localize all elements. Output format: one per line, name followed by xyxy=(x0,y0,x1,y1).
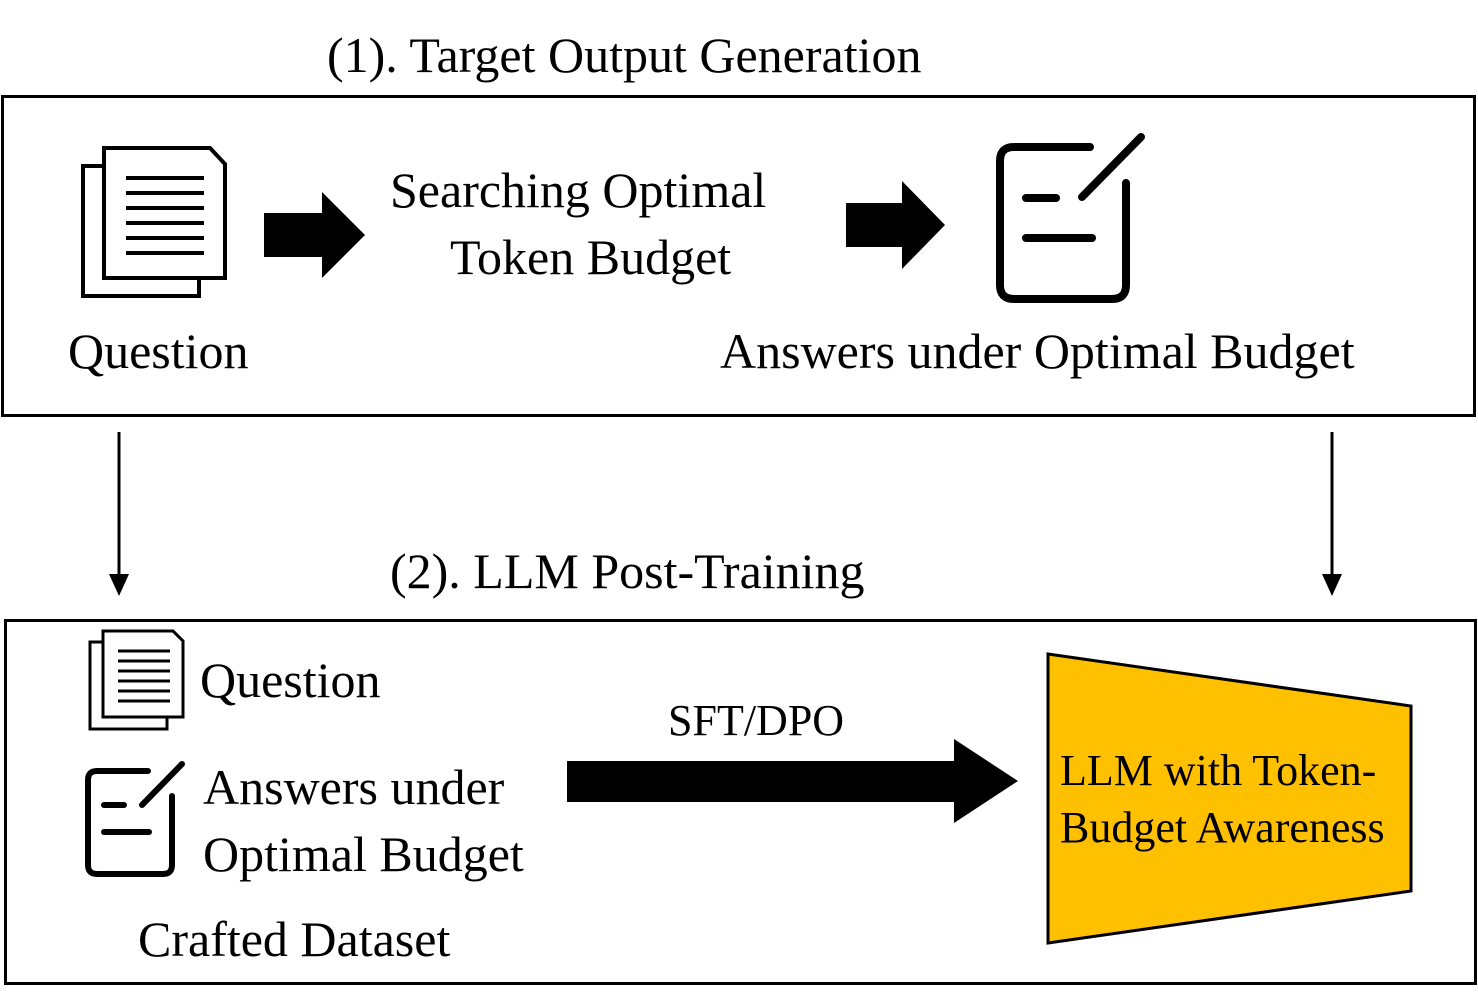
stage2-question-label: Question xyxy=(200,652,381,708)
llm-model-line1: LLM with Token- xyxy=(1060,746,1377,795)
answer-edit-icon xyxy=(996,133,1145,303)
flow-arrow-icon xyxy=(846,181,945,269)
stage2-panel xyxy=(4,619,1477,985)
stage2-answers-line1: Answers under xyxy=(203,759,505,815)
question-document-icon xyxy=(81,146,227,298)
llm-model-shape xyxy=(1046,652,1413,945)
down-arrow-icon xyxy=(109,432,129,596)
search-step-line1: Searching Optimal xyxy=(390,162,767,218)
down-arrow-icon xyxy=(1322,432,1342,596)
stage1-answers-label: Answers under Optimal Budget xyxy=(720,323,1355,379)
answer-edit-icon xyxy=(85,761,185,877)
llm-model-line2: Budget Awareness xyxy=(1060,803,1385,852)
stage2-answers-line2: Optimal Budget xyxy=(203,826,524,882)
stage1-panel xyxy=(1,95,1476,417)
stage1-title: (1). Target Output Generation xyxy=(327,27,922,83)
stage1-question-label: Question xyxy=(68,323,249,379)
stage2-title: (2). LLM Post-Training xyxy=(390,543,865,599)
dataset-label: Crafted Dataset xyxy=(138,911,451,967)
method-label: SFT/DPO xyxy=(668,696,845,745)
training-arrow-icon xyxy=(567,739,1018,823)
search-step-line2: Token Budget xyxy=(450,229,732,285)
flow-arrow-icon xyxy=(264,192,365,278)
question-document-icon xyxy=(88,629,185,731)
